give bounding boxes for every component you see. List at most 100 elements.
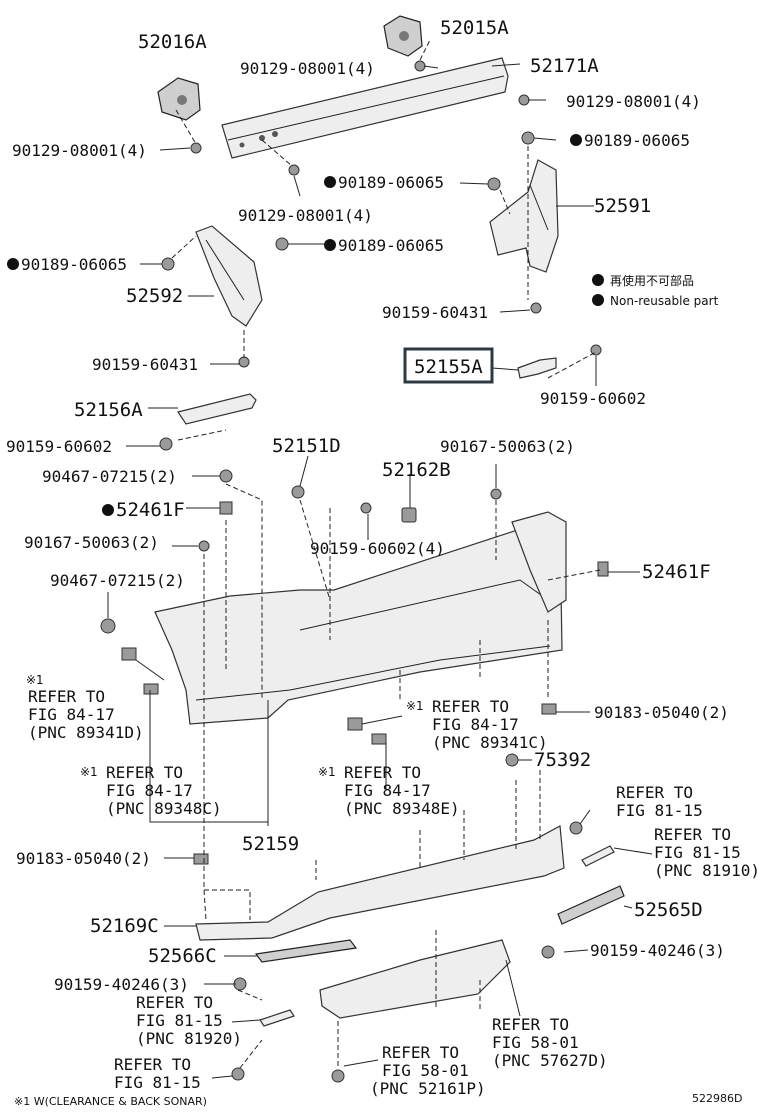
part-label: 52169C — [90, 915, 159, 937]
refer-note: REFER TO FIG 58-01 (PNC 57627D) — [492, 1015, 608, 1070]
svg-text:※1: ※1 — [318, 765, 336, 779]
svg-text:(PNC 89348C): (PNC 89348C) — [106, 799, 222, 818]
non-reusable-marker-icon — [324, 239, 336, 251]
svg-text:FIG 81-15: FIG 81-15 — [114, 1073, 201, 1092]
svg-text:FIG 81-15: FIG 81-15 — [136, 1011, 223, 1030]
reflector-52565D — [557, 885, 625, 925]
spacer-52156A — [177, 393, 257, 425]
part-label: 90167-50063(2) — [24, 533, 159, 552]
svg-text:REFER TO: REFER TO — [344, 763, 421, 782]
bracket-52155A — [517, 357, 557, 379]
svg-text:※1: ※1 — [406, 699, 424, 713]
svg-text:REFER TO: REFER TO — [432, 697, 509, 716]
part-label: 90189-06065 — [338, 173, 444, 192]
reflector-52566C — [254, 939, 358, 963]
part-label: 52159 — [242, 833, 299, 855]
non-reusable-marker-icon — [7, 258, 19, 270]
retainer-52591 — [489, 159, 559, 273]
refer-note: REFER TO FIG 81-15 (PNC 81910) — [654, 825, 760, 880]
figure-id: 522986D — [692, 1092, 742, 1105]
svg-text:FIG 81-15: FIG 81-15 — [616, 801, 703, 820]
svg-text:FIG 84-17: FIG 84-17 — [106, 781, 193, 800]
refer-note: REFER TO FIG 81-15 (PNC 81920) — [136, 993, 242, 1048]
part-label: 52015A — [440, 17, 509, 39]
part-label: 90189-06065 — [338, 236, 444, 255]
svg-text:(PNC 81910): (PNC 81910) — [654, 861, 760, 880]
part-label: 90159-60602 — [6, 437, 112, 456]
svg-text:REFER TO: REFER TO — [28, 687, 105, 706]
part-label: 52016A — [138, 31, 207, 53]
non-reusable-marker-icon — [592, 294, 604, 306]
legend: 再使用不可部品 Non-reusable part — [592, 273, 719, 308]
part-label: 90159-60602 — [540, 389, 646, 408]
part-label: 90129-08001(4) — [238, 206, 373, 225]
part-label: 90189-06065 — [584, 131, 690, 150]
non-reusable-marker-icon — [324, 176, 336, 188]
footnote: ※1 W(CLEARANCE & BACK SONAR) — [14, 1095, 207, 1108]
svg-text:(PNC 89341C): (PNC 89341C) — [432, 733, 548, 752]
refer-note: ※1 REFER TO FIG 84-17 (PNC 89348E) — [318, 763, 460, 818]
part-labels: 52016A 52015A 90129-08001(4) 52171A 9012… — [6, 17, 729, 994]
non-reusable-marker-icon — [102, 504, 114, 516]
svg-text:※1: ※1 — [26, 673, 44, 687]
highlight-box-52155A — [403, 347, 494, 384]
lower-cover-52169C — [195, 825, 565, 941]
part-label: 90159-40246(3) — [54, 975, 189, 994]
svg-text:FIG 58-01: FIG 58-01 — [382, 1061, 469, 1080]
part-label: 52156A — [74, 399, 143, 421]
part-label: 90159-60431 — [92, 355, 198, 374]
svg-text:REFER TO: REFER TO — [492, 1015, 569, 1034]
svg-text:FIG 58-01: FIG 58-01 — [492, 1033, 579, 1052]
svg-text:FIG 84-17: FIG 84-17 — [344, 781, 431, 800]
svg-text:REFER TO: REFER TO — [654, 825, 731, 844]
bracket-52016A — [157, 77, 201, 121]
refer-note: ※1 REFER TO FIG 84-17 (PNC 89341C) — [406, 697, 548, 752]
refer-note: REFER TO FIG 58-01 (PNC 52161P) — [370, 1043, 486, 1098]
refer-note: ※1 REFER TO FIG 84-17 (PNC 89348C) — [80, 763, 222, 818]
part-label: 90167-50063(2) — [440, 437, 575, 456]
part-label: 90183-05040(2) — [594, 703, 729, 722]
svg-text:REFER TO: REFER TO — [114, 1055, 191, 1074]
svg-text:REFER TO: REFER TO — [382, 1043, 459, 1062]
part-label: 52565D — [634, 899, 703, 921]
svg-text:※1: ※1 — [80, 765, 98, 779]
part-label: 52461F — [642, 561, 711, 583]
legend-line-english: Non-reusable part — [610, 294, 719, 308]
part-label: 52155A — [414, 356, 483, 378]
part-label: 52171A — [530, 55, 599, 77]
svg-text:REFER TO: REFER TO — [136, 993, 213, 1012]
part-label: 90159-60602(4) — [310, 539, 445, 558]
legend-line-japanese: 再使用不可部品 — [610, 273, 694, 288]
part-label: 90467-07215(2) — [50, 571, 185, 590]
non-reusable-marker-icon — [570, 134, 582, 146]
refer-note: REFER TO FIG 81-15 — [114, 1055, 201, 1092]
small-part-81-15 — [259, 845, 615, 1027]
svg-text:FIG 81-15: FIG 81-15 — [654, 843, 741, 862]
non-reusable-marker-icon — [592, 274, 604, 286]
part-label: 52461F — [116, 499, 185, 521]
svg-text:REFER TO: REFER TO — [616, 783, 693, 802]
retainer-52592 — [195, 225, 263, 327]
svg-text:REFER TO: REFER TO — [106, 763, 183, 782]
fasteners — [100, 60, 609, 1083]
svg-text:(PNC 89341D): (PNC 89341D) — [28, 723, 144, 742]
part-label: 75392 — [534, 749, 591, 771]
part-label: 52151D — [272, 435, 341, 457]
svg-text:FIG 84-17: FIG 84-17 — [28, 705, 115, 724]
bracket-52015A — [383, 15, 423, 57]
part-label: 52162B — [382, 459, 451, 481]
part-label: 90159-40246(3) — [590, 941, 725, 960]
svg-text:(PNC 81920): (PNC 81920) — [136, 1029, 242, 1048]
refer-note: ※1 REFER TO FIG 84-17 (PNC 89341D) — [26, 673, 144, 742]
part-label: 90183-05040(2) — [16, 849, 151, 868]
part-label: 90129-08001(4) — [566, 92, 701, 111]
part-label: 90129-08001(4) — [12, 141, 147, 160]
part-label: 90189-06065 — [21, 255, 127, 274]
part-label: 90467-07215(2) — [42, 467, 177, 486]
refer-note: REFER TO FIG 81-15 — [616, 783, 703, 820]
leader-lines — [107, 39, 653, 1079]
svg-text:(PNC 52161P): (PNC 52161P) — [370, 1079, 486, 1098]
part-label: 52566C — [148, 945, 217, 967]
part-label: 52591 — [594, 195, 651, 217]
